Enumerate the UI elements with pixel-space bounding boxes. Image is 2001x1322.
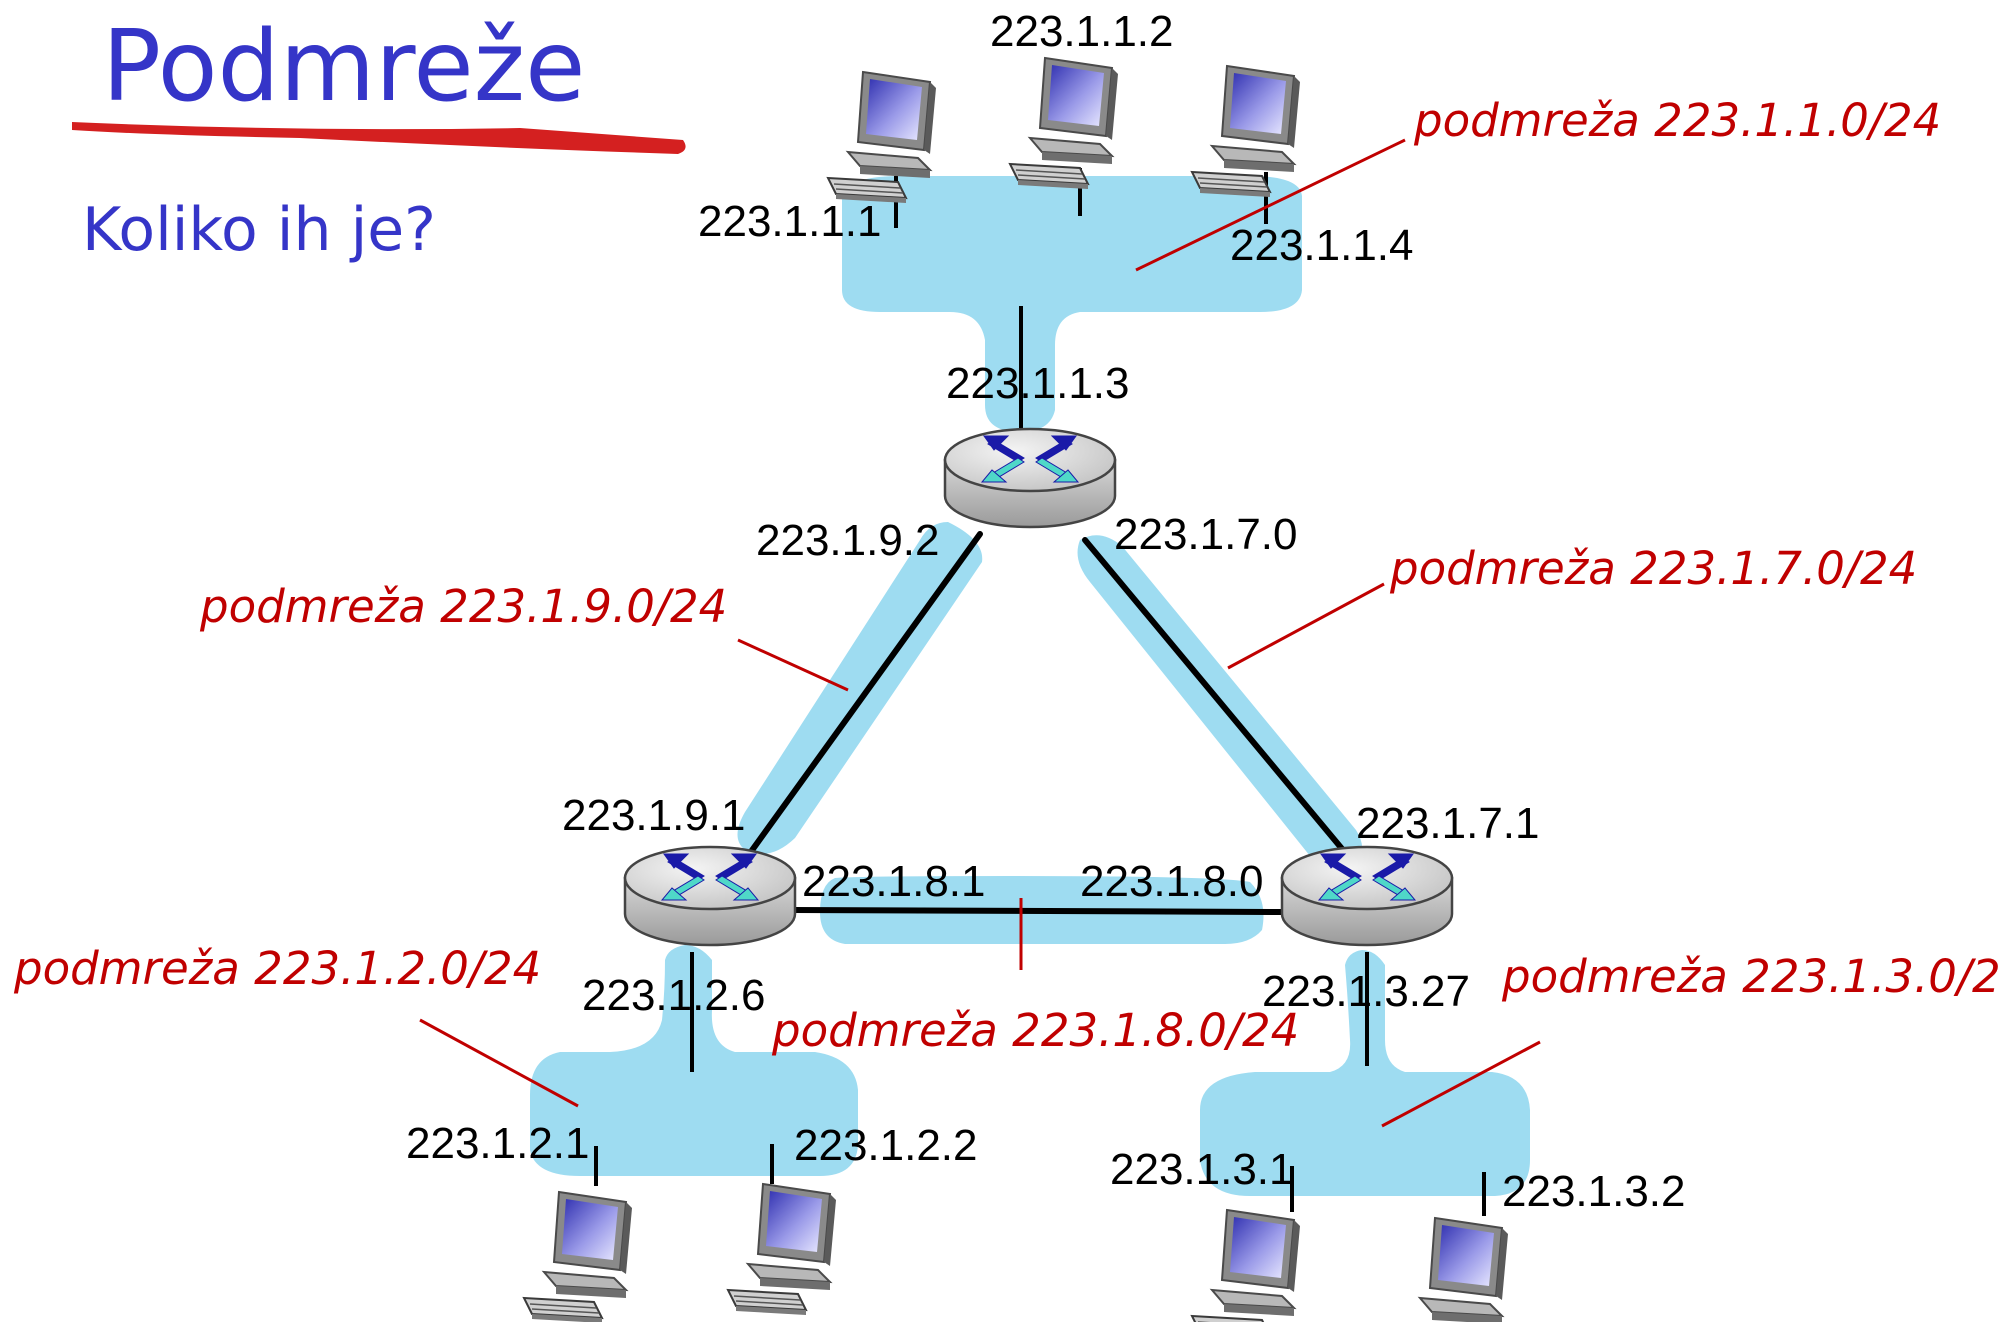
router-icon: [943, 427, 1117, 529]
ip-label: 223.1.3.2: [1502, 1167, 1686, 1216]
link-r2-r3: [791, 907, 1285, 915]
subnet-label: podmreža 223.1.1.0/24: [1413, 94, 1941, 147]
link-r1-r2: [742, 531, 983, 863]
ip-label: 223.1.8.0: [1080, 857, 1264, 906]
pointer-subnet-1-3: [1381, 1040, 1541, 1128]
ip-label: 223.1.1.2: [990, 7, 1174, 56]
router-icon: [1280, 845, 1454, 947]
slide-title: Podmreže: [102, 10, 585, 124]
subnet-label: podmreža 223.1.7.0/24: [1389, 542, 1917, 595]
desktop-computer-icon: [727, 1183, 837, 1316]
ip-label: 223.1.2.6: [582, 971, 766, 1020]
ip-label: 223.1.3.1: [1110, 1145, 1294, 1194]
desktop-computer-icon: [523, 1191, 633, 1322]
ip-label: 223.1.9.1: [562, 791, 746, 840]
pointer-subnet-1-2: [419, 1018, 579, 1108]
ip-label: 223.1.8.1: [802, 857, 986, 906]
ip-label: 223.1.2.1: [406, 1119, 590, 1168]
lan-223-1-9: [737, 522, 983, 854]
pointer-subnet-1-1: [1135, 138, 1406, 272]
ip-label: 223.1.7.1: [1356, 799, 1540, 848]
pointer-subnet-1-9: [737, 638, 849, 692]
pointer-subnet-1-7: [1227, 582, 1385, 670]
ip-label: 223.1.1.4: [1230, 221, 1414, 270]
ip-label: 223.1.3.27: [1262, 967, 1470, 1016]
desktop-computer-icon: [1191, 65, 1301, 198]
link-r1-r3: [1082, 537, 1356, 865]
desktop-computer-icon: [1009, 57, 1119, 190]
desktop-computer-icon: [1191, 1209, 1301, 1322]
title-underline: [72, 122, 686, 154]
desktop-computer-icon: [1399, 1217, 1509, 1322]
subnet-label: podmreža 223.1.2.0/24: [13, 942, 541, 995]
subnet-label: podmreža 223.1.3.0/24: [1501, 950, 2001, 1003]
lan-223-1-1: [842, 176, 1302, 432]
slide-question: Koliko ih je?: [82, 195, 436, 265]
ip-label: 223.1.7.0: [1114, 510, 1298, 559]
subnet-label: podmreža 223.1.8.0/24: [771, 1004, 1299, 1057]
ip-label: 223.1.9.2: [756, 516, 940, 565]
ip-label: 223.1.1.3: [946, 359, 1130, 408]
subnet-label: podmreža 223.1.9.0/24: [199, 580, 727, 633]
router-icon: [623, 845, 797, 947]
ip-label: 223.1.2.2: [794, 1121, 978, 1170]
lan-223-1-3: [1200, 950, 1530, 1196]
ip-label: 223.1.1.1: [698, 197, 882, 246]
